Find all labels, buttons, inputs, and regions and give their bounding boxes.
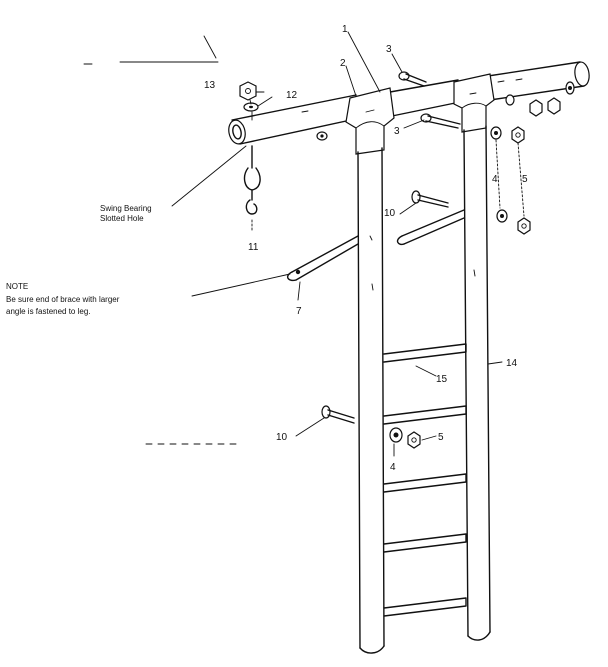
- bolt-10-lower: [321, 405, 355, 424]
- slotted-hole-label: Slotted Hole: [100, 214, 144, 223]
- callout-10-upper: 10: [384, 208, 396, 219]
- brace-7: [286, 235, 359, 282]
- leader-lines: [171, 31, 503, 457]
- brace-right: [396, 209, 465, 246]
- callout-1: 1: [342, 24, 348, 35]
- bolt-10-upper: [411, 190, 449, 208]
- nut-13: [239, 81, 257, 101]
- nut-5-top: [511, 126, 525, 144]
- nut-top-right: [505, 81, 575, 117]
- callout-5-bottom: 5: [438, 432, 444, 443]
- callout-10-lower: 10: [276, 432, 288, 443]
- washer-4-lower: [389, 427, 403, 443]
- swing-bearing-label: Swing Bearing: [100, 204, 152, 213]
- left-t-fitting: [345, 87, 395, 155]
- callout-2: 2: [340, 58, 346, 69]
- callout-12: 12: [286, 90, 298, 101]
- callout-13: 13: [204, 80, 216, 91]
- swing-hanger-11: [243, 145, 261, 233]
- top-beam: [228, 61, 590, 145]
- washer-4-mid: [496, 209, 508, 223]
- note-line-2: angle is fastened to leg.: [6, 307, 91, 316]
- callout-3-top: 3: [386, 44, 392, 55]
- left-leg: [357, 147, 385, 654]
- nut-under-beam: [316, 131, 328, 141]
- nut-5-mid: [517, 217, 531, 235]
- callout-5-right: 5: [522, 174, 528, 185]
- assembly-line: [517, 142, 525, 217]
- callout-15: 15: [436, 374, 448, 385]
- stray-marks: [83, 35, 219, 65]
- washer-4-top: [490, 126, 502, 140]
- callout-3-mid: 3: [394, 126, 400, 137]
- callout-4-bottom: 4: [390, 462, 396, 473]
- assembly-line: [495, 139, 501, 209]
- callout-14: 14: [506, 358, 518, 369]
- note-line-1: Be sure end of brace with larger: [6, 295, 120, 304]
- callout-11: 11: [248, 242, 259, 253]
- callout-4-right: 4: [492, 174, 498, 185]
- bolt-3-top: [398, 71, 427, 87]
- ladder-rungs: [383, 343, 467, 617]
- bolt-3-mid: [420, 113, 461, 129]
- nut-5-lower: [407, 431, 421, 449]
- note-heading: NOTE: [6, 282, 28, 291]
- assembly-line: [249, 99, 252, 105]
- callout-7: 7: [296, 306, 302, 317]
- right-leg: [463, 125, 491, 641]
